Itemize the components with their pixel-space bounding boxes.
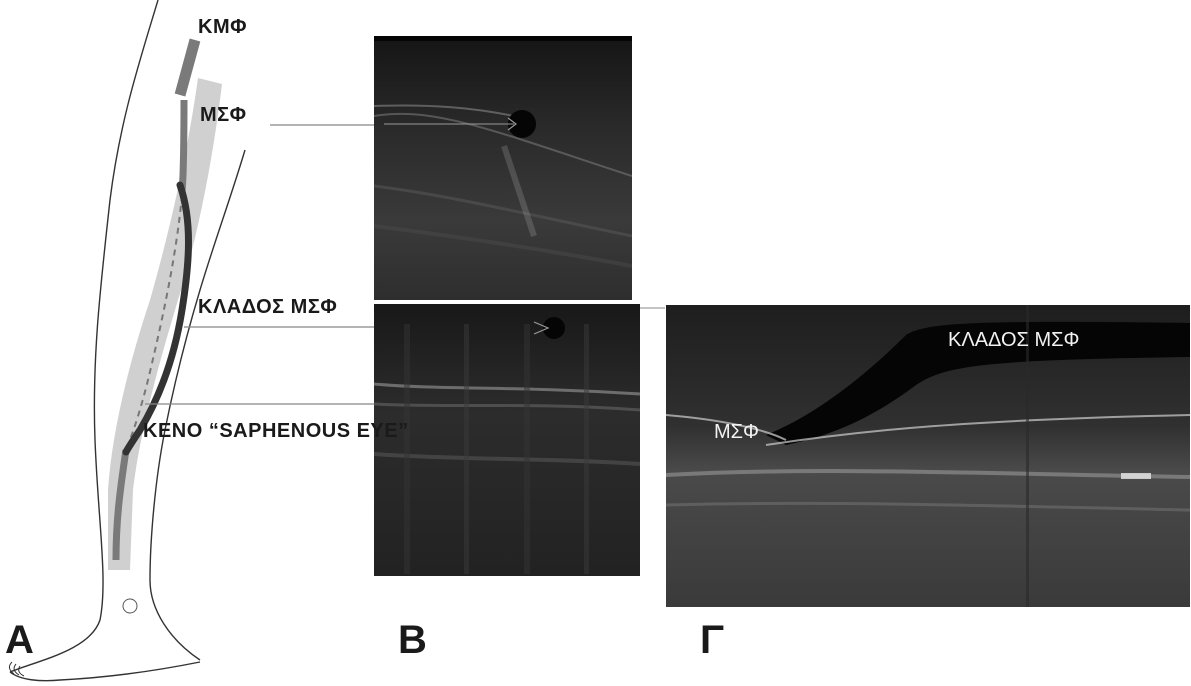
klados-msf-label: ΚΛΑΔΟΣ ΜΣΦ: [198, 296, 337, 319]
g-msf-label: ΜΣΦ: [714, 421, 759, 444]
msf-label: ΜΣΦ: [200, 104, 247, 127]
klados-cross-section: [543, 317, 565, 339]
ultrasound-b-bottom: [374, 304, 640, 576]
ultrasound-g: ΚΛΑΔΟΣ ΜΣΦ ΜΣΦ: [666, 305, 1190, 607]
keno-label: KENO “SAPHENOUS EYE”: [143, 420, 409, 443]
panel-a-label: A: [5, 618, 34, 663]
g-klados-msf-label: ΚΛΑΔΟΣ ΜΣΦ: [948, 329, 1079, 352]
panel-g-label: Γ: [700, 618, 724, 663]
panel-b-label: B: [398, 618, 427, 663]
ultrasound-b-top: [374, 36, 632, 300]
kmf-label: ΚΜΦ: [198, 16, 247, 39]
